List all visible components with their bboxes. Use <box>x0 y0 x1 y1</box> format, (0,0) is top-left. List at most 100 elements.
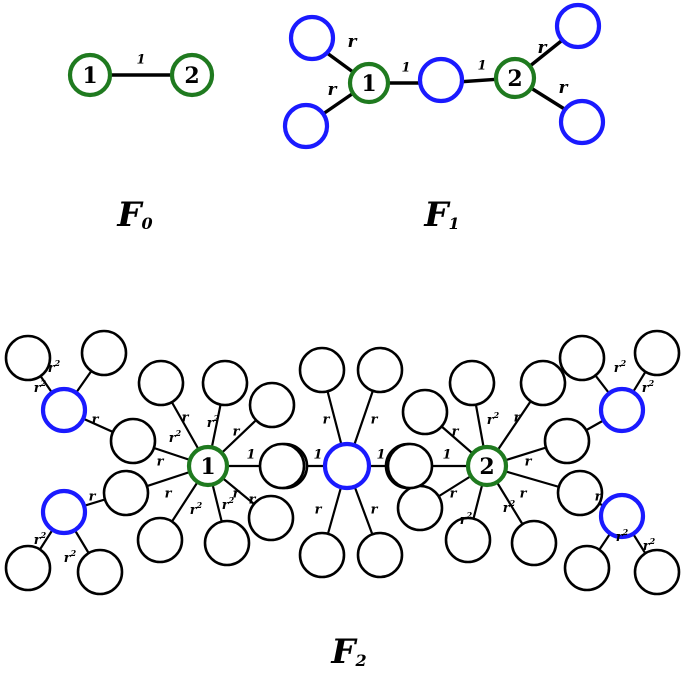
f2-weight-1: 1 <box>246 448 255 463</box>
f0-node-2-label: 2 <box>184 63 199 89</box>
f1-node-blue-center <box>417 56 465 104</box>
f2-weight-r: r <box>315 503 323 518</box>
f1-node-blue <box>558 98 606 146</box>
f2-weight-1: 1 <box>313 448 322 463</box>
node-12 <box>396 484 444 532</box>
f0-node-1 <box>67 52 113 98</box>
edge-weight-r2-label: r2 <box>616 527 629 545</box>
f2-weight-r: r <box>595 490 603 505</box>
f2-weight-r: r <box>450 487 458 502</box>
f1-node-1 <box>347 61 391 105</box>
node-21 <box>298 531 346 579</box>
node-23 <box>258 442 306 490</box>
node-1 <box>137 359 185 407</box>
f2-weight-r: r <box>249 493 257 508</box>
f1-node-2 <box>493 56 537 100</box>
f2-label: F2 <box>330 632 366 672</box>
edge-weight-r2-label: r2 <box>642 378 655 396</box>
edge-weight-r2-label: r2 <box>169 428 182 446</box>
f1-node-blue <box>288 14 336 62</box>
edge-weight-r2-label: r2 <box>64 548 77 566</box>
node-2 <box>109 417 157 465</box>
node-16 <box>543 417 591 465</box>
f0-label: F0 <box>116 195 152 235</box>
node-5 <box>203 519 251 567</box>
f2-node-blue <box>598 386 646 434</box>
edge-weight-r2-label: r2 <box>222 495 235 513</box>
edge-weight-r2-label: r2 <box>207 413 220 431</box>
f2-weight-r: r <box>233 487 241 502</box>
f1-node-blue <box>282 102 330 150</box>
f2-weight-r: r <box>233 425 241 440</box>
f2-weight-r: r <box>371 503 379 518</box>
f2-node-2 <box>465 444 509 488</box>
node-26 <box>80 329 128 377</box>
node-32 <box>633 548 681 596</box>
f0-node-2 <box>169 52 215 98</box>
node-4 <box>136 516 184 564</box>
node-3 <box>102 469 150 517</box>
edge-weight-r2-label: r2 <box>34 378 47 396</box>
edge-weight-r2-label: r2 <box>48 358 61 376</box>
f2-weight-1: 1 <box>376 448 385 463</box>
f2-weight-r: r <box>514 411 522 426</box>
node-28 <box>76 548 124 596</box>
node-30 <box>633 329 681 377</box>
node-22 <box>356 531 404 579</box>
node-13 <box>444 516 492 564</box>
f2-node-blue <box>40 488 88 536</box>
f2-node-1 <box>186 444 230 488</box>
node-20 <box>356 346 404 394</box>
f1-node-blue <box>554 2 602 50</box>
f2-weight-r: r <box>323 413 331 428</box>
f2-weight-r: r <box>452 425 460 440</box>
f0-node-1-label: 1 <box>82 63 97 89</box>
node-24 <box>386 442 434 490</box>
f2-weight-r: r <box>92 413 100 428</box>
f1-weight-r: r <box>348 32 358 52</box>
edge-weight-r2-label: r2 <box>643 536 656 554</box>
f1-label: F1 <box>423 195 459 235</box>
f2-node-blue-center <box>322 441 372 491</box>
f2-weight-r: r <box>520 487 528 502</box>
edge-weight-r2-label: r2 <box>190 500 203 518</box>
f2-weight-r: r <box>89 490 97 505</box>
f1-weight-r: r <box>559 78 569 98</box>
node-25 <box>4 334 52 382</box>
f2-node-blue <box>40 386 88 434</box>
node-6 <box>247 494 295 542</box>
f1-weight-1: 1 <box>401 61 410 76</box>
node-10 <box>448 359 496 407</box>
f2-node-blue <box>598 492 646 540</box>
edge-weight-r2-label: r2 <box>460 510 473 528</box>
edge-weight-r2-label: r2 <box>503 498 516 516</box>
f2-weight-r: r <box>165 487 173 502</box>
edge-weight-r2-label: r2 <box>487 410 500 428</box>
f0-edge-weight: 1 <box>136 53 145 68</box>
f1-weight-r: r <box>538 38 548 58</box>
f1-node-1-label: 1 <box>361 71 376 97</box>
node-8 <box>248 381 296 429</box>
node-17 <box>519 359 567 407</box>
f2-node-1-label: 1 <box>200 454 215 480</box>
node-31 <box>563 544 611 592</box>
node-29 <box>558 334 606 382</box>
edge-weight-r2-label: r2 <box>614 358 627 376</box>
f2-weight-1: 1 <box>442 448 451 463</box>
node-14 <box>510 519 558 567</box>
f2-node-2-label: 2 <box>479 454 494 480</box>
f1-node-2-label: 2 <box>507 66 522 92</box>
node-15 <box>556 469 604 517</box>
node-27 <box>4 544 52 592</box>
f2-weight-r: r <box>182 411 190 426</box>
f2-weight-r: r <box>525 455 533 470</box>
node-11 <box>401 388 449 436</box>
f1-weight-1: 1 <box>477 59 486 74</box>
node-19 <box>298 346 346 394</box>
edge-weight-r2-label: r2 <box>34 530 47 548</box>
f2-weight-r: r <box>157 455 165 470</box>
node-9 <box>201 359 249 407</box>
f1-weight-r: r <box>328 80 338 100</box>
